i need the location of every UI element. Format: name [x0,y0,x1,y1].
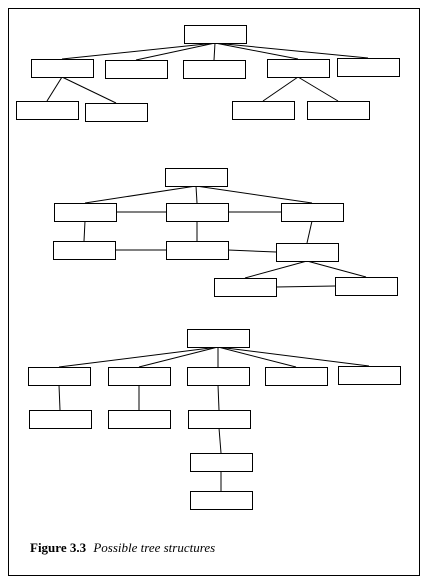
tree-2-node-l3a [214,278,277,297]
tree-3-edge-c-c1 [217,384,220,411]
tree-3-edge-root-b [138,346,219,368]
tree-2-node-l3b [335,277,398,296]
tree-2-node-l2a [53,241,116,260]
tree-3-node-b [108,367,171,386]
tree-3-node-a [28,367,91,386]
tree-1-node-e [337,58,400,77]
tree-2-node-l1a [54,203,117,222]
tree-1-node-b [105,60,168,79]
tree-3-edge-root-d [217,346,297,368]
tree-3-node-c2 [190,453,253,472]
tree-2-node-l2b [166,241,229,260]
tree-1-node-a2 [85,103,148,122]
tree-2-edge-l2c-l3a [244,260,308,279]
figure-caption-text: Possible tree structures [93,540,216,555]
tree-2-node-l1c [281,203,344,222]
tree-1-node-d1 [232,101,295,120]
tree-3-node-root [187,329,250,348]
tree-1-edge-a-a1 [46,76,63,102]
tree-2-edge-root-l1b [195,185,198,204]
tree-3-edge-c1-c2 [218,427,222,454]
tree-1-edge-d-d2 [297,76,339,102]
tree-2-edge-l1a-l2a [83,220,86,242]
tree-1-node-c [183,60,246,79]
tree-2-edge-l3a-l3b [275,285,336,288]
tree-1-node-root [184,25,247,44]
tree-1-node-a1 [16,101,79,120]
tree-2-edge-root-l1c [195,185,313,204]
edges-layer [46,42,370,491]
tree-3-node-e [338,366,401,385]
tree-1-node-d2 [307,101,370,120]
tree-3-node-d [265,367,328,386]
tree-3-node-a1 [29,410,92,429]
tree-1-edge-a-a2 [61,76,117,104]
tree-3-edge-root-e [217,346,370,367]
figure-border [8,8,420,576]
tree-3-node-b1 [108,410,171,429]
tree-3-node-c1 [188,410,251,429]
tree-3-node-c [187,367,250,386]
tree-2-edge-l2c-l3b [306,260,367,278]
tree-1-edge-root-c [213,42,216,61]
tree-1-node-d [267,59,330,78]
tree-1-edge-root-b [135,42,216,61]
tree-1-edge-root-a [61,42,216,60]
tree-2-node-l1b [166,203,229,222]
tree-1-node-a [31,59,94,78]
tree-2-node-l2c [276,243,339,262]
tree-3-edge-a-a1 [58,384,61,411]
figure-label: Figure 3.3 [30,540,87,555]
figure-caption: Figure 3.3 Possible tree structures [30,540,215,556]
tree-2-edge-root-l1a [84,185,197,204]
tree-2-edge-l2b-l2c [227,249,277,253]
tree-3-edge-root-a [58,346,219,368]
tree-3-node-c3 [190,491,253,510]
nodes-layer [16,25,401,510]
tree-1-edge-root-e [214,42,369,59]
tree-1-edge-root-d [214,42,299,60]
tree-2-edge-l1c-l2c [306,220,313,244]
tree-2-node-root [165,168,228,187]
tree-1-edge-d-d1 [262,76,299,102]
